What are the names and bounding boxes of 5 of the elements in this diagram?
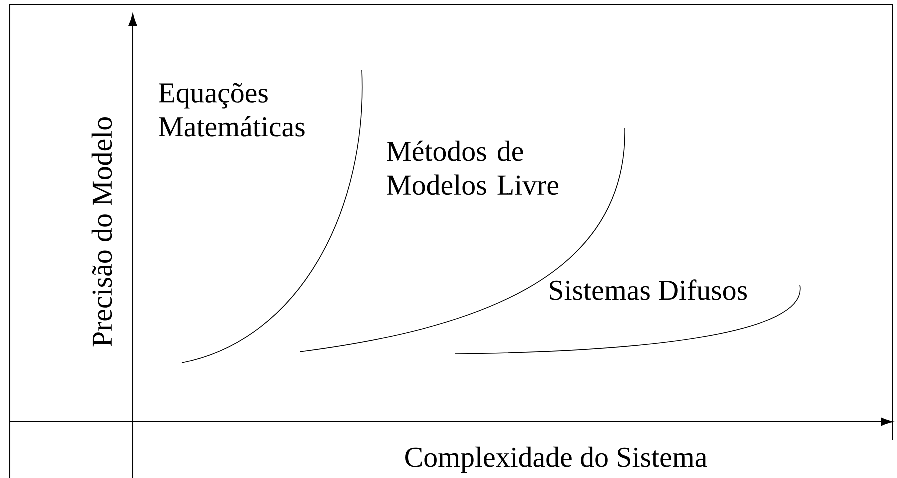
axis-label: Precisão do Modelo bbox=[92, 118, 112, 347]
curve-label: Métodos de Modelos Livre bbox=[387, 140, 559, 196]
curve-label: Equações Matemáticas bbox=[159, 83, 305, 137]
curve-label: Sistemas Difusos bbox=[550, 280, 747, 300]
axis-label: Complexidade do Sistema bbox=[406, 446, 708, 474]
